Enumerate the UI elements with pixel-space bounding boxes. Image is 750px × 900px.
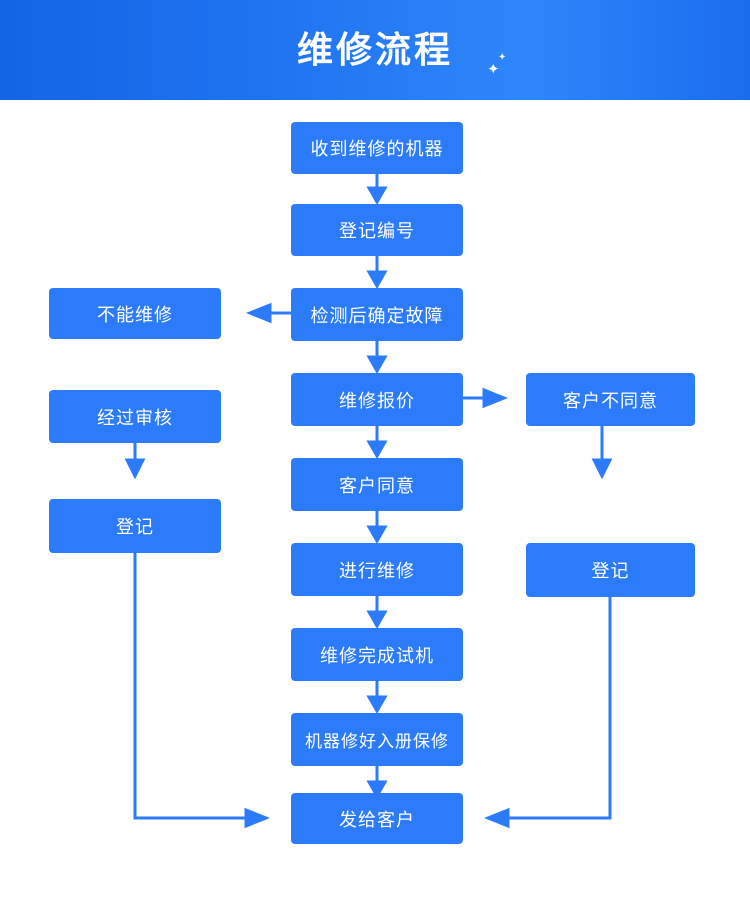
- sparkle-small-icon: ✦: [498, 52, 507, 63]
- node-label: 收到维修的机器: [310, 139, 444, 159]
- node-received-machine[interactable]: 收到维修的机器: [291, 122, 463, 174]
- node-label: 维修报价: [339, 390, 415, 411]
- node-label: 进行维修: [339, 560, 415, 581]
- node-customer-declines[interactable]: 客户不同意: [526, 373, 695, 426]
- sparkle-large-icon: ✦: [487, 61, 500, 78]
- node-label: 登记: [591, 561, 630, 581]
- page-title: 维修流程: [296, 29, 453, 70]
- node-label: 维修完成试机: [320, 645, 434, 666]
- node-label: 客户不同意: [563, 390, 658, 411]
- node-diagnose-fault[interactable]: 检测后确定故障: [291, 288, 463, 341]
- page-header: 维修流程 ✦ ✦: [0, 0, 750, 100]
- node-repair-complete-test[interactable]: 维修完成试机: [291, 628, 463, 681]
- node-register-left[interactable]: 登记: [49, 499, 221, 553]
- node-customer-agrees[interactable]: 客户同意: [291, 458, 463, 511]
- node-label: 不能维修: [97, 304, 173, 325]
- node-register-right[interactable]: 登记: [526, 543, 695, 597]
- node-perform-repair[interactable]: 进行维修: [291, 543, 463, 596]
- node-repair-quote[interactable]: 维修报价: [291, 373, 463, 426]
- node-label: 检测后确定故障: [310, 305, 444, 326]
- node-label: 登记编号: [339, 221, 415, 241]
- node-label: 经过审核: [97, 407, 173, 428]
- node-label: 登记: [116, 517, 154, 537]
- node-label: 发给客户: [339, 809, 415, 830]
- node-send-to-customer[interactable]: 发给客户: [291, 793, 463, 844]
- node-after-review[interactable]: 经过审核: [49, 390, 221, 443]
- node-cannot-repair[interactable]: 不能维修: [49, 288, 221, 339]
- node-label: 客户同意: [339, 475, 415, 496]
- node-label: 机器修好入册保修: [305, 732, 449, 751]
- node-register-warranty[interactable]: 机器修好入册保修: [291, 713, 463, 766]
- node-register-number[interactable]: 登记编号: [291, 204, 463, 256]
